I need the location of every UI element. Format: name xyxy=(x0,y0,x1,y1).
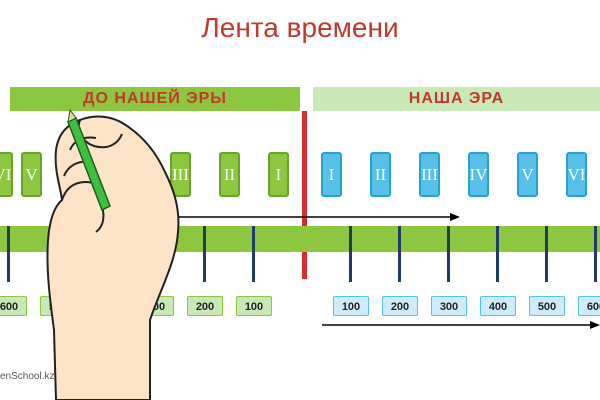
site-credit: enSchool.kz xyxy=(0,371,55,382)
era-bc-banner: ДО НАШЕЙ ЭРЫ xyxy=(10,87,300,111)
era-divider-line xyxy=(302,111,307,279)
century-bc-tile: V xyxy=(21,152,42,197)
timeline-tick xyxy=(496,226,499,282)
century-ad-tile: VI xyxy=(566,152,587,197)
timeline-tick xyxy=(203,226,206,282)
century-bc-tile: III xyxy=(170,152,191,197)
century-ad-tile: I xyxy=(321,152,342,197)
timeline-tick xyxy=(594,226,597,282)
year-ad-label: 100 xyxy=(333,296,369,316)
hand-holding-pencil-icon xyxy=(46,115,180,400)
timeline-tick xyxy=(398,226,401,282)
century-ad-tile: IV xyxy=(468,152,489,197)
year-ad-label: 400 xyxy=(480,296,516,316)
arrow-ad-right xyxy=(322,321,600,329)
year-ad-label: 600 xyxy=(578,296,600,316)
timeline-tick xyxy=(349,226,352,282)
century-bc-tile: II xyxy=(219,152,240,197)
era-ad-banner: НАША ЭРА xyxy=(313,87,600,111)
green-pencil-icon xyxy=(67,108,111,212)
year-ad-label: 500 xyxy=(529,296,565,316)
timeline-tick xyxy=(447,226,450,282)
century-ad-tile: II xyxy=(370,152,391,197)
year-bc-label: 100 xyxy=(236,296,272,316)
century-ad-tile: III xyxy=(419,152,440,197)
page-title: Лента времени xyxy=(201,12,399,43)
century-bc-tile: VI xyxy=(0,152,13,197)
timeline-tick xyxy=(252,226,255,282)
year-ad-label: 300 xyxy=(431,296,467,316)
timeline-tick xyxy=(7,226,10,282)
timeline-tick xyxy=(545,226,548,282)
year-ad-label: 200 xyxy=(382,296,418,316)
year-bc-label: 600 xyxy=(0,296,27,316)
century-ad-tile: V xyxy=(517,152,538,197)
year-bc-label: 200 xyxy=(187,296,223,316)
century-bc-tile: I xyxy=(268,152,289,197)
